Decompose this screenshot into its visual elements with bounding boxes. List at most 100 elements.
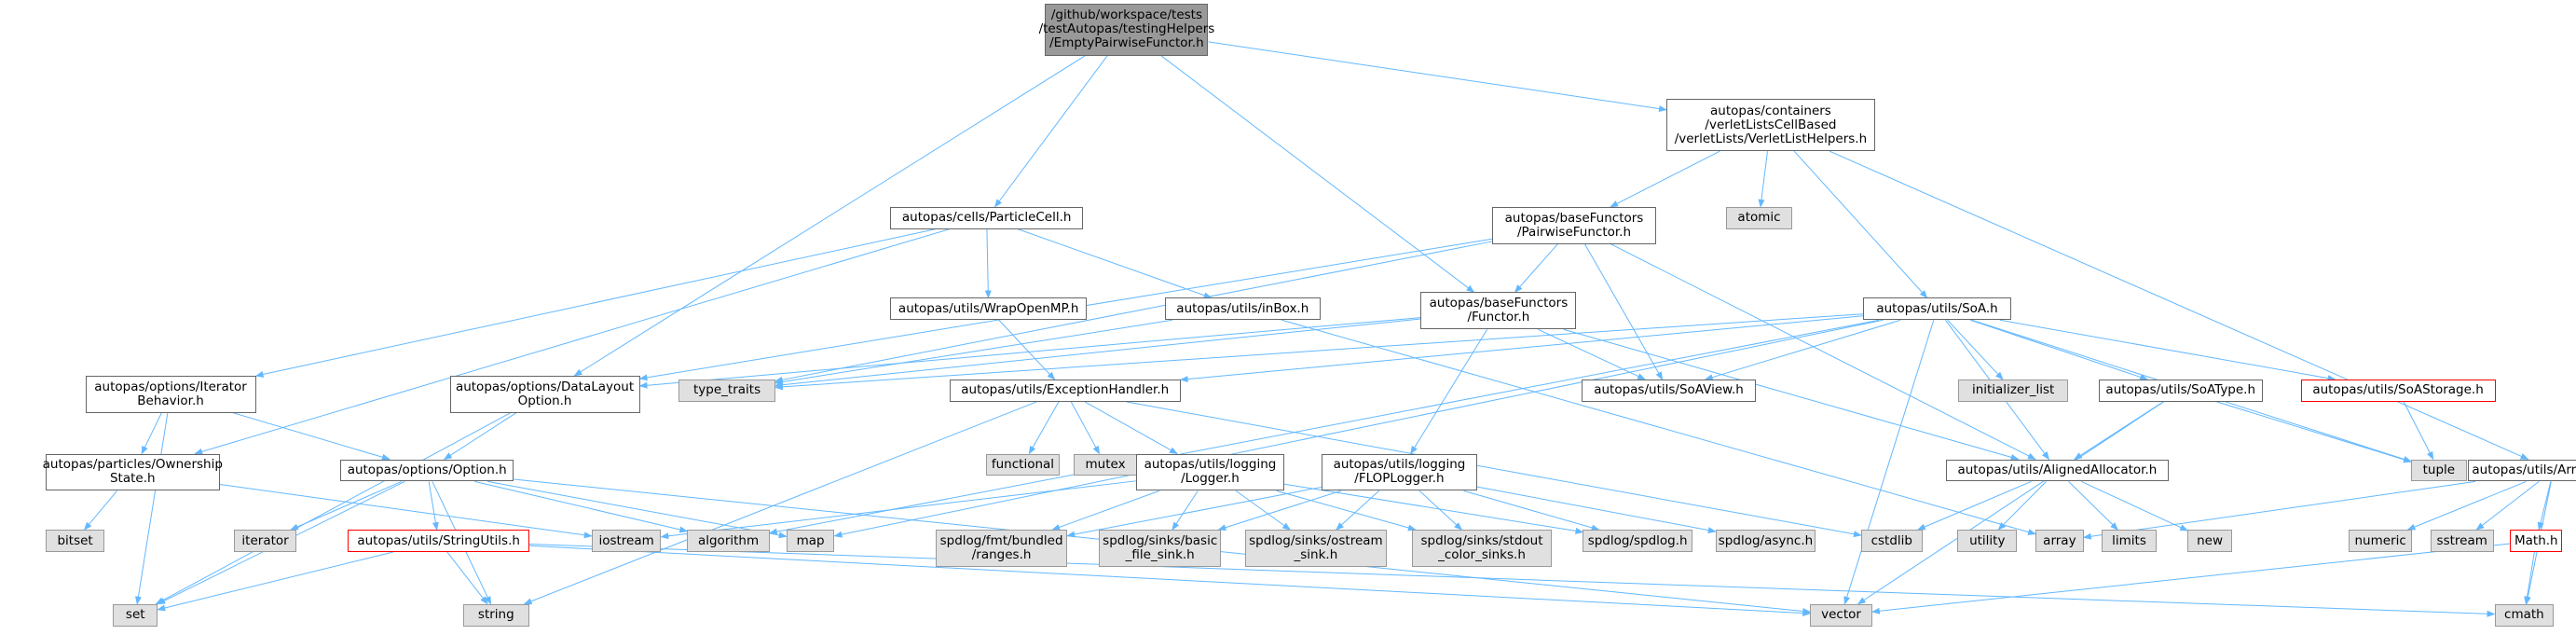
edge-dataLayout-to-set	[155, 412, 511, 605]
edge-option-to-stringUtils	[428, 481, 439, 531]
node-label: autopas/utils/SoAType.h	[2105, 382, 2256, 398]
node-atomic: atomic	[1725, 206, 1793, 229]
edge-pairwiseFunctor-to-soaView	[1583, 243, 1664, 380]
edge-inBox-to-typeTraits	[774, 319, 1172, 385]
edge-logger-to-stdoutSinks	[1276, 490, 1417, 531]
node-label: autopas/utils/WrapOpenMP.h	[897, 300, 1079, 316]
edge-arrayMath-to-sstream	[2475, 481, 2540, 531]
node-mutex: mutex	[1074, 453, 1137, 476]
node-soa-type[interactable]: autopas/utils/SoAType.h	[2098, 379, 2263, 402]
node-utility: utility	[1957, 530, 2018, 553]
node-aligned-alloc[interactable]: autopas/utils/AlignedAllocator.h	[1945, 459, 2170, 482]
node-label: autopas/options/Option.h	[347, 462, 507, 477]
edge-flopLogger-to-basicSink	[1217, 490, 1341, 531]
node-sstream: sstream	[2430, 530, 2494, 553]
node-label: vector	[1821, 607, 1861, 623]
edge-pairwiseFunctor-to-alignedAlloc	[1610, 243, 2036, 460]
node-particle-cell[interactable]: autopas/cells/ParticleCell.h	[890, 206, 1084, 229]
node-wrap-open-m-p[interactable]: autopas/utils/WrapOpenMP.h	[890, 297, 1088, 321]
node-init-list: initializer_list	[1958, 379, 2068, 402]
node-iostream: iostream	[591, 530, 662, 553]
edge-ownership-to-bitset	[83, 490, 117, 531]
edge-soa-to-typeTraits	[774, 313, 1863, 391]
node-math-h[interactable]: Math.h	[2510, 530, 2563, 553]
node-logger[interactable]: autopas/utils/logging /Logger.h	[1135, 453, 1285, 491]
edge-soa-to-initList	[1947, 319, 2004, 380]
node-label: autopas/particles/Ownership State.h	[42, 457, 223, 487]
edge-arrayMath-to-numeric	[2406, 480, 2527, 531]
node-label: autopas/utils/SoA.h	[1876, 300, 1998, 316]
node-exception-handler[interactable]: autopas/utils/ExceptionHandler.h	[949, 379, 1181, 402]
node-cstdlib: cstdlib	[1860, 530, 1923, 553]
node-flop-logger[interactable]: autopas/utils/logging /FLOPLogger.h	[1321, 453, 1478, 491]
node-label: utility	[1969, 532, 2006, 548]
edge-functor-to-alignedAlloc	[1563, 328, 2020, 461]
node-label: autopas/utils/StringUtils.h	[357, 532, 520, 548]
edge-root-to-verletHelpers	[1208, 41, 1668, 113]
node-string-utils[interactable]: autopas/utils/StringUtils.h	[348, 530, 530, 553]
node-ranges-h: spdlog/fmt/bundled /ranges.h	[935, 530, 1068, 567]
node-soa-storage[interactable]: autopas/utils/SoAStorage.h	[2300, 379, 2496, 402]
edge-stringUtils-to-vector	[529, 545, 1812, 616]
edge-option-to-algorithm	[474, 480, 689, 533]
edge-arrayMath-to-array	[2082, 480, 2476, 540]
node-label: autopas/utils/inBox.h	[1176, 300, 1309, 316]
node-label: set	[125, 607, 145, 623]
edge-stringUtils-to-set	[157, 551, 393, 612]
node-label: spdlog/async.h	[1718, 532, 1814, 548]
node-label: autopas/utils/ArrayMath.h	[2472, 462, 2576, 477]
edge-exceptionHandler-to-functional	[1028, 401, 1060, 455]
node-label: functional	[991, 456, 1055, 472]
node-verlet-helpers[interactable]: autopas/containers /verletListsCellBased…	[1666, 99, 1875, 152]
node-option[interactable]: autopas/options/Option.h	[340, 459, 514, 482]
edge-root-to-dataLayout	[573, 55, 1086, 377]
node-label: new	[2197, 532, 2224, 548]
edge-functor-to-soaView	[1538, 328, 1646, 380]
node-label: map	[796, 532, 825, 548]
edge-logger-to-ostreamSink	[1235, 490, 1292, 531]
edge-flopLogger-to-ostreamSink	[1336, 490, 1379, 531]
node-label: autopas/utils/SoAView.h	[1594, 382, 1744, 398]
node-functional: functional	[985, 453, 1061, 476]
node-tuple: tuple	[2411, 459, 2467, 482]
node-iter-behavior[interactable]: autopas/options/Iterator Behavior.h	[85, 375, 256, 413]
edge-mathH-to-vector	[1870, 543, 2511, 614]
node-ownership[interactable]: autopas/particles/Ownership State.h	[42, 453, 223, 491]
node-label: sstream	[2436, 532, 2487, 548]
node-array-math[interactable]: autopas/utils/ArrayMath.h	[2467, 459, 2576, 482]
edge-exceptionHandler-to-cstdlib	[1126, 401, 1862, 538]
node-pairwise-functor[interactable]: autopas/baseFunctors /PairwiseFunctor.h	[1491, 206, 1657, 244]
edge-mathH-to-cmath	[2524, 551, 2535, 605]
edge-root-to-particleCell	[993, 55, 1108, 208]
node-iterator: iterator	[233, 530, 297, 553]
edge-logger-to-spdlogH	[1283, 483, 1584, 534]
node-soa-view[interactable]: autopas/utils/SoAView.h	[1582, 379, 1756, 402]
node-root: /github/workspace/tests /testAutopas/tes…	[1039, 3, 1214, 56]
node-label: tuple	[2422, 462, 2456, 477]
node-type-traits: type_traits	[678, 379, 775, 402]
node-label: Math.h	[2514, 532, 2558, 548]
node-soa[interactable]: autopas/utils/SoA.h	[1862, 297, 2012, 321]
edge-verletHelpers-to-arrayMath	[1829, 150, 2529, 460]
node-spdlog-h: spdlog/spdlog.h	[1583, 530, 1692, 553]
node-label: autopas/utils/ExceptionHandler.h	[961, 382, 1170, 398]
edge-functor-to-dataLayout	[638, 317, 1421, 389]
node-functor[interactable]: autopas/baseFunctors /Functor.h	[1420, 292, 1577, 330]
edge-soa-to-vector	[1843, 320, 1935, 605]
node-vector: vector	[1810, 603, 1872, 627]
node-data-layout[interactable]: autopas/options/DataLayout Option.h	[449, 375, 640, 413]
edge-particleCell-to-wrapOpenMP	[984, 228, 992, 299]
node-label: autopas/options/Iterator Behavior.h	[94, 379, 247, 408]
node-label: numeric	[2354, 532, 2406, 548]
edge-soa-to-soaView	[1704, 319, 1901, 380]
edge-flopLogger-to-stdoutSinks	[1418, 490, 1463, 531]
node-label: autopas/baseFunctors /PairwiseFunctor.h	[1504, 210, 1644, 240]
node-in-box[interactable]: autopas/utils/inBox.h	[1164, 297, 1321, 321]
node-label: type_traits	[693, 382, 761, 398]
edge-logger-to-rangesH	[1051, 490, 1160, 531]
node-bitset: bitset	[45, 530, 105, 553]
edge-particleCell-to-inBox	[1018, 228, 1213, 299]
node-basic-sink: spdlog/sinks/basic _file_sink.h	[1099, 530, 1222, 567]
edge-arrayMath-to-mathH	[2537, 481, 2552, 531]
edge-verletHelpers-to-soa	[1793, 150, 1928, 299]
